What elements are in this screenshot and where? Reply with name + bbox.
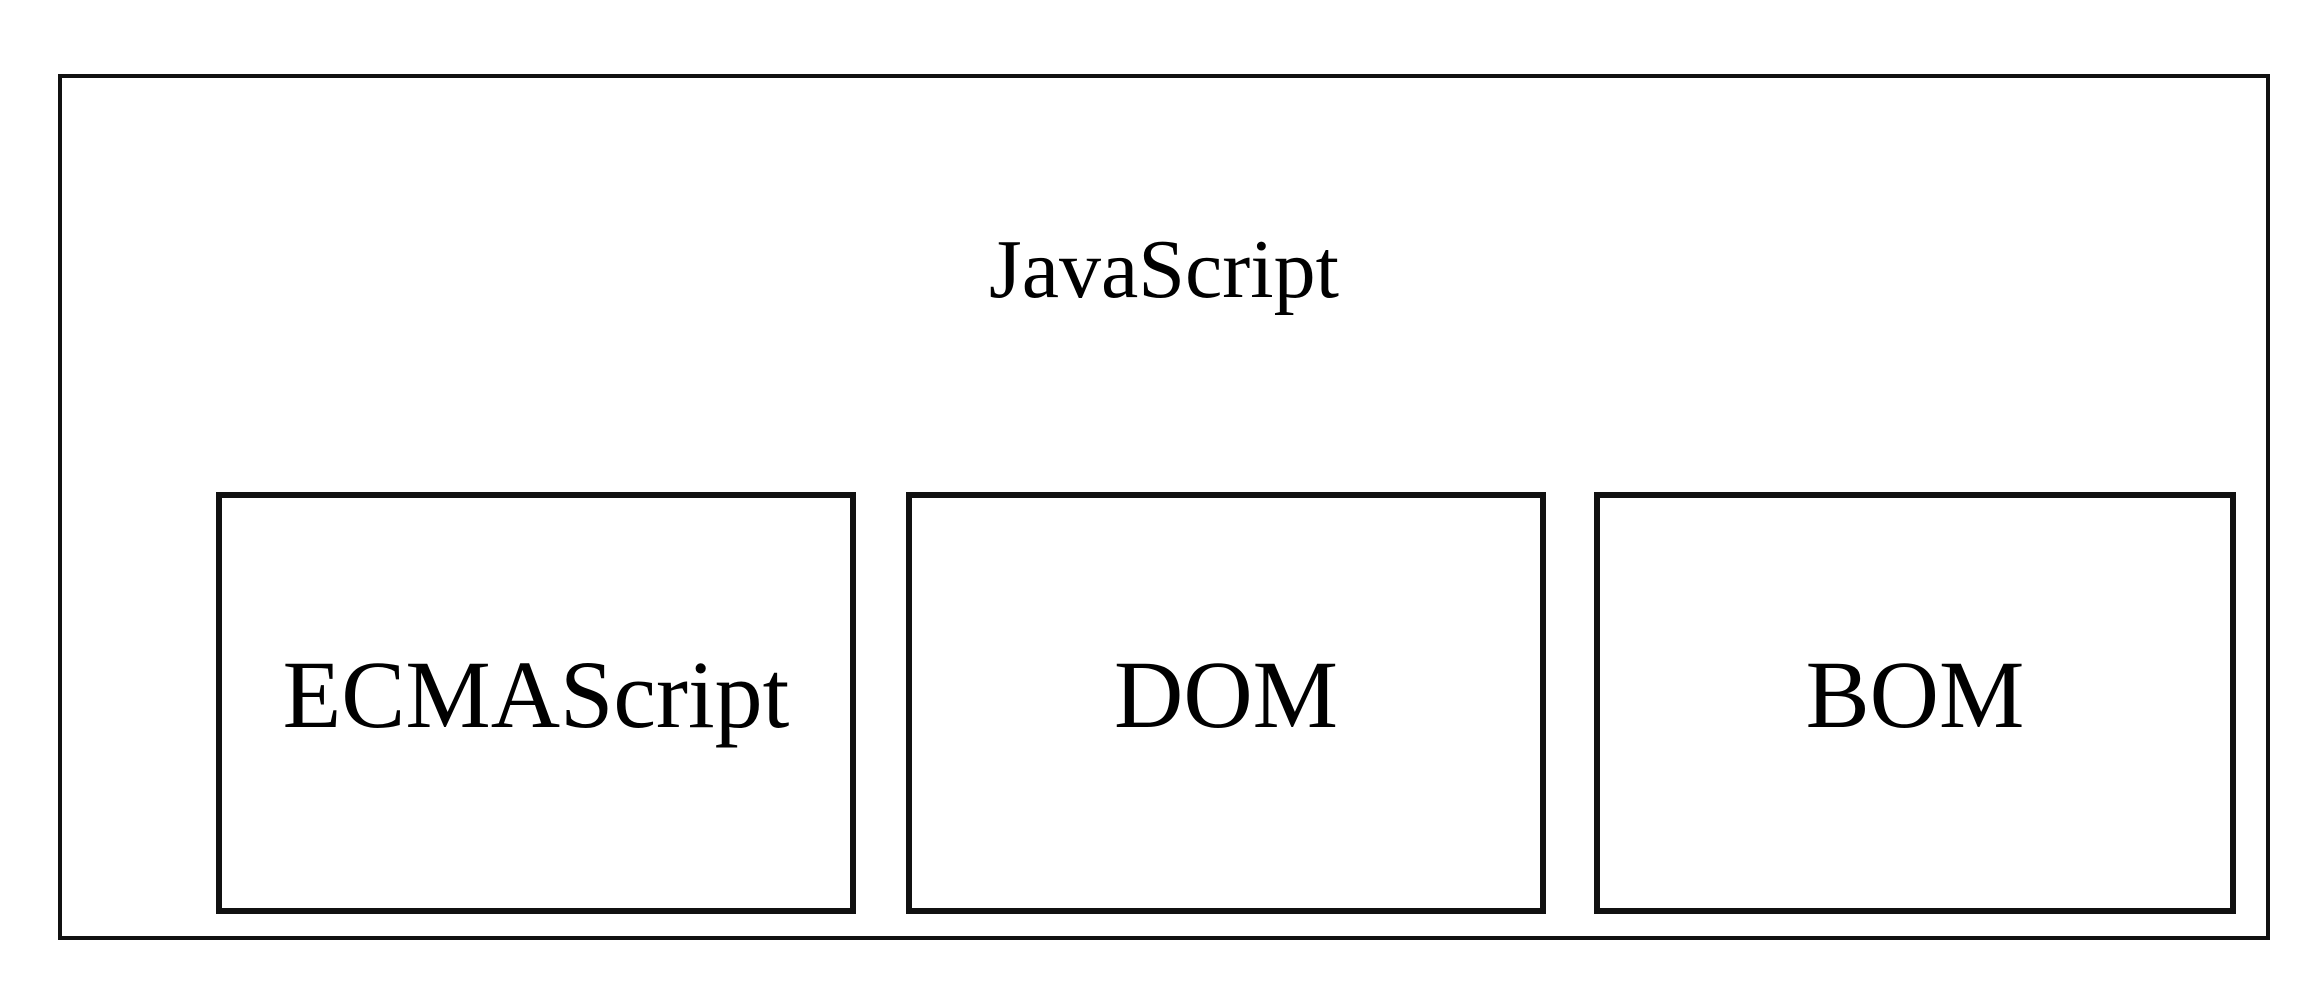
javascript-container-box: JavaScript ECMAScript DOM BOM — [58, 74, 2270, 940]
ecmascript-box: ECMAScript — [216, 492, 856, 914]
dom-label: DOM — [1113, 641, 1338, 748]
ecmascript-label: ECMAScript — [282, 641, 790, 748]
bom-box: BOM — [1594, 492, 2236, 914]
bom-label: BOM — [1805, 641, 2025, 748]
dom-box: DOM — [906, 492, 1546, 914]
javascript-title: JavaScript — [989, 223, 1339, 316]
